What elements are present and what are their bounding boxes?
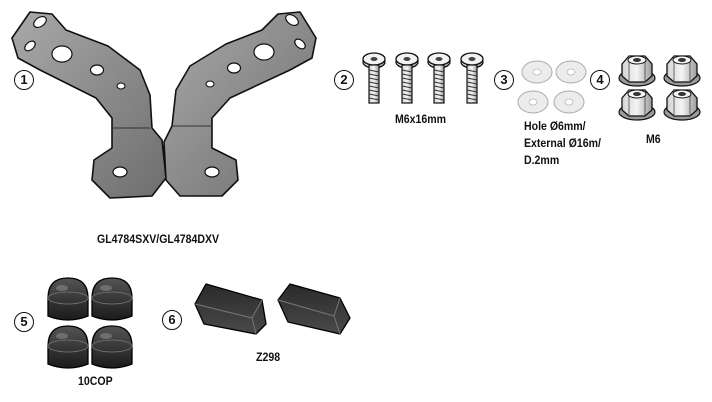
screw xyxy=(395,52,419,104)
label-nuts: M6 xyxy=(646,132,661,146)
label-washers-line-2: External Ø16m/ xyxy=(524,136,601,150)
pads xyxy=(194,283,351,335)
washer xyxy=(555,60,587,84)
label-washers-line-1: Hole Ø6mm/ xyxy=(524,119,586,133)
item-number-1: 1 xyxy=(14,70,34,90)
washers xyxy=(517,60,587,114)
item-number-3: 3 xyxy=(494,70,514,90)
screws xyxy=(362,52,484,104)
screw xyxy=(427,52,451,104)
nut xyxy=(663,55,701,87)
cap xyxy=(47,277,89,321)
nut xyxy=(618,55,656,87)
washer xyxy=(521,60,553,84)
washer xyxy=(517,90,549,114)
label-brackets: GL4784SXV/GL4784DXV xyxy=(97,232,220,246)
cap xyxy=(91,277,133,321)
item-number-2: 2 xyxy=(334,70,354,90)
label-washers-line-3: D.2mm xyxy=(524,153,560,167)
label-pads: Z298 xyxy=(256,350,281,364)
pad xyxy=(194,283,267,335)
label-caps: 10COP xyxy=(78,374,113,388)
screw xyxy=(362,52,386,104)
screw xyxy=(460,52,484,104)
item-number-5: 5 xyxy=(14,312,34,332)
item-number-6: 6 xyxy=(162,310,182,330)
left-bracket xyxy=(11,11,167,199)
item-number-4: 4 xyxy=(590,70,610,90)
label-washers: Hole Ø6mm/ External Ø16m/ D.2mm xyxy=(524,118,621,169)
right-bracket xyxy=(163,11,317,197)
nut xyxy=(618,89,656,121)
nuts xyxy=(618,55,701,121)
cap xyxy=(47,325,89,369)
label-screws: M6x16mm xyxy=(395,112,447,126)
nut xyxy=(663,89,701,121)
pad xyxy=(277,283,351,335)
caps xyxy=(47,277,133,369)
washer xyxy=(553,90,585,114)
cap xyxy=(91,325,133,369)
